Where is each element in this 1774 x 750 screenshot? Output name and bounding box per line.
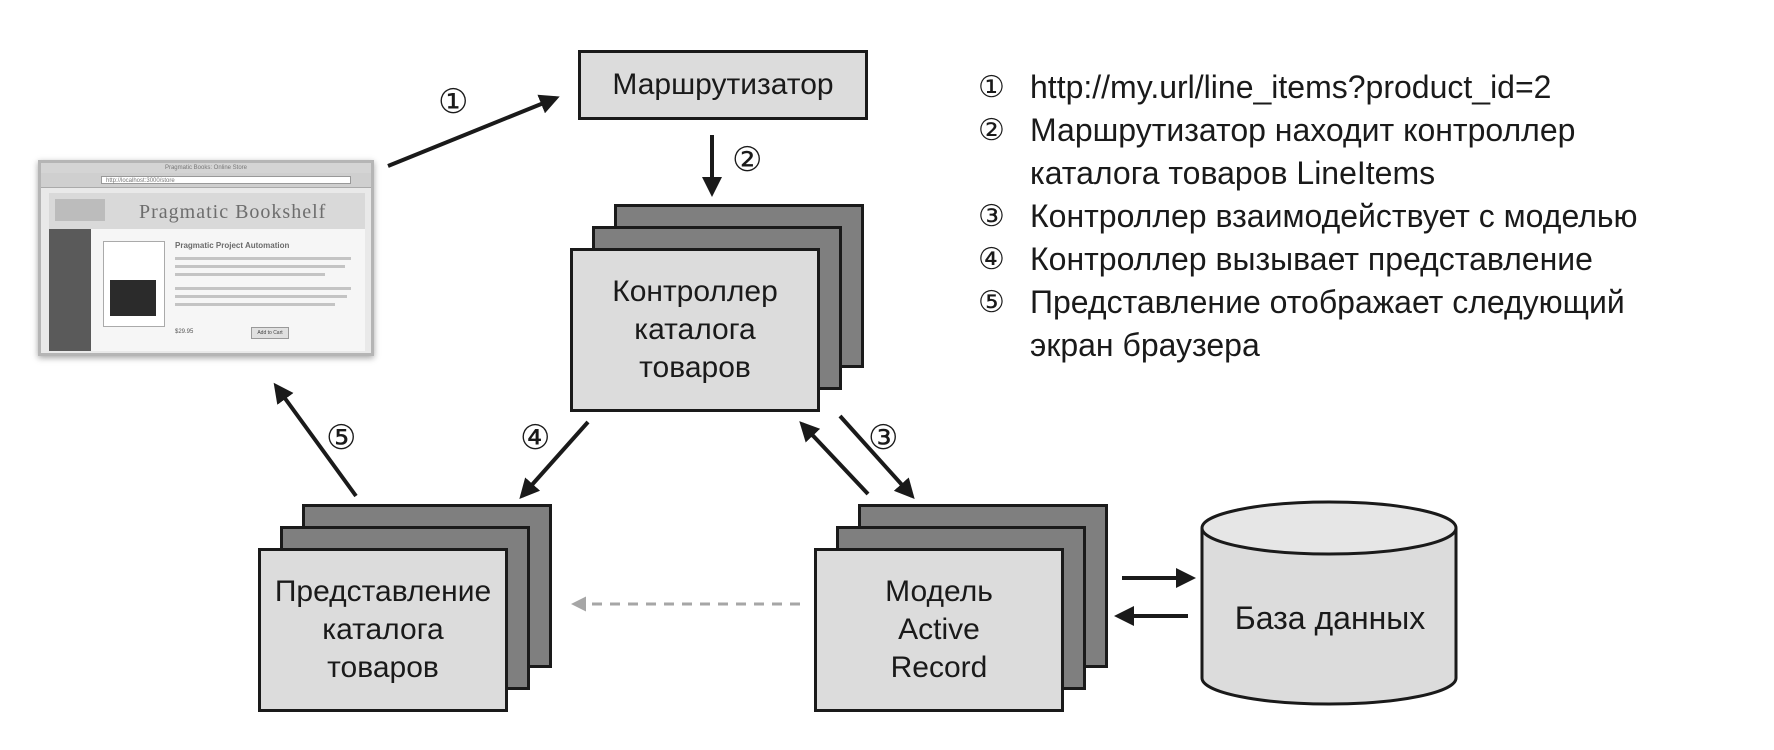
arrow-model-to-controller [799,421,870,496]
browser-content: Pragmatic Project Automation $29.95 Add … [91,229,365,351]
product-heading: Pragmatic Project Automation [175,241,290,250]
database-label: База данных [1234,600,1426,636]
legend-item: ② Маршрутизатор находит контроллер катал… [978,109,1768,195]
step-marker-1: ① [438,82,469,122]
model-box: Модель Active Record [814,548,1064,712]
product-text-line [175,273,325,276]
legend-text: Маршрутизатор находит контроллер каталог… [1030,112,1576,191]
browser-title-bar: Pragmatic Books: Online Store [41,163,371,173]
controller-label: Контроллер каталога товаров [612,275,778,384]
legend-number: ⑤ [978,285,1005,320]
legend-number: ② [978,113,1005,148]
view-label: Представление каталога товаров [274,575,492,684]
browser-banner: Pragmatic Bookshelf [49,193,365,230]
legend-text: http://my.url/line_items?product_id=2 [1030,69,1552,105]
legend-number: ③ [978,199,1005,234]
browser-banner-title: Pragmatic Bookshelf [139,201,327,223]
product-price: $29.95 [175,329,194,335]
legend-number: ① [978,70,1005,105]
legend-item: ③ Контроллер взаимодействует с моделью [978,195,1768,238]
product-text-line [175,257,351,260]
model-label: Модель Active Record [885,575,993,684]
step-marker-2: ② [732,140,763,180]
step-marker-5: ⑤ [326,418,357,458]
browser-window-thumbnail: Pragmatic Books: Online Store http://loc… [38,160,374,356]
book-cover-graphic [110,280,156,316]
legend-number: ④ [978,242,1005,277]
router-box: Маршрутизатор [578,50,868,120]
bookshelf-logo [55,199,105,221]
book-cover-image [103,241,165,327]
legend-text: Контроллер вызывает представление [1030,241,1593,277]
router-label: Маршрутизатор [612,68,834,101]
controller-box: Контроллер каталога товаров [570,248,820,412]
browser-url-bar: http://localhost:3000/store [101,176,351,184]
arrow-controller-to-view [519,420,590,499]
arrow-browser-to-router [387,94,560,168]
legend-text: Представление отображает следующий экран… [1030,284,1625,363]
product-text-line [175,287,351,290]
database-cylinder [1200,500,1458,706]
legend-text: Контроллер взаимодействует с моделью [1030,198,1638,234]
legend-item: ⑤ Представление отображает следующий экр… [978,281,1768,367]
arrow-controller-to-model [838,414,915,499]
product-text-line [175,303,335,306]
arrow-view-to-browser [273,382,358,498]
legend-item: ① http://my.url/line_items?product_id=2 [978,66,1768,109]
step-marker-3: ③ [868,418,899,458]
product-text-line [175,295,347,298]
add-to-cart-button: Add to Cart [251,327,289,339]
browser-sidebar [49,229,91,351]
legend-item: ④ Контроллер вызывает представление [978,238,1768,281]
browser-toolbar: http://localhost:3000/store [41,173,371,188]
product-text-line [175,265,345,268]
step-marker-4: ④ [520,418,551,458]
view-box: Представление каталога товаров [258,548,508,712]
legend: ① http://my.url/line_items?product_id=2 … [978,66,1768,367]
